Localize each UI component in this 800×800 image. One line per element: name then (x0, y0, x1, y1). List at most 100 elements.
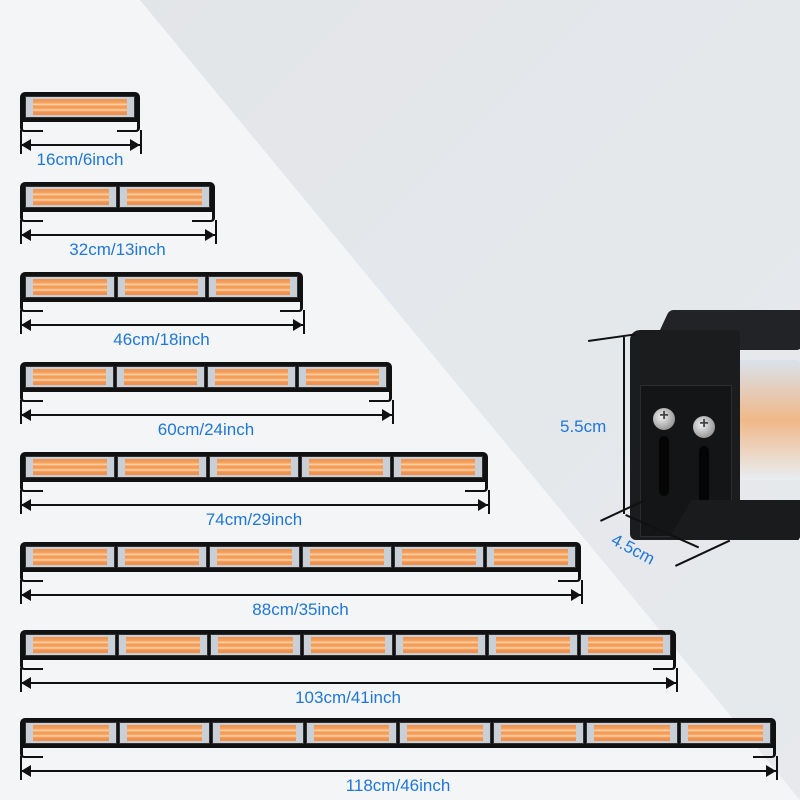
mounting-foot (20, 570, 43, 582)
size-label: 88cm/35inch (252, 600, 349, 619)
height-label: 5.5cm (560, 417, 607, 436)
size-label: 16cm/6inch (36, 150, 124, 169)
amber-cob-led (33, 725, 109, 741)
led-segment (492, 722, 584, 744)
bracket-base (668, 500, 800, 540)
mounting-foot (753, 746, 776, 758)
led-segment (25, 276, 115, 298)
amber-cob-led (33, 99, 127, 115)
light-bar-lens (25, 456, 483, 478)
light-bar-housing (20, 542, 581, 572)
led-segment (117, 456, 207, 478)
amber-cob-led (125, 637, 201, 653)
amber-cob-led (493, 549, 569, 565)
led-segment (25, 722, 117, 744)
side-lens (740, 360, 800, 480)
amber-cob-led (216, 279, 291, 295)
dimension-tick (488, 490, 490, 514)
light-bar-lens (25, 546, 577, 568)
led-segment (116, 366, 205, 388)
led-segment (117, 546, 208, 568)
led-segment (25, 366, 114, 388)
led-segment (395, 634, 486, 656)
amber-cob-led (500, 725, 576, 741)
mounting-foot (20, 746, 43, 758)
light-bar (20, 718, 776, 758)
light-bar-housing (20, 92, 140, 122)
bracket-slot (659, 436, 669, 496)
led-segment (25, 186, 117, 208)
led-segment (301, 546, 392, 568)
amber-cob-led (215, 369, 288, 385)
led-segment (210, 634, 301, 656)
amber-cob-led (220, 725, 296, 741)
mounting-foot (20, 480, 43, 492)
screw-icon (693, 415, 715, 438)
dimension-tick (581, 580, 583, 604)
size-label: 118cm/46inch (345, 776, 451, 795)
amber-cob-led (313, 725, 389, 741)
led-segment (485, 546, 577, 568)
dimension-tick (303, 310, 305, 334)
led-segment (25, 546, 116, 568)
amber-cob-led (309, 549, 384, 565)
dimension-tick (676, 668, 678, 692)
mounting-foot (369, 390, 392, 402)
dimension-tick (140, 130, 142, 154)
light-bar-housing (20, 182, 215, 212)
light-bar-housing (20, 362, 392, 392)
led-segment (679, 722, 771, 744)
light-bar-lens (25, 186, 210, 208)
mounting-foot (558, 570, 581, 582)
led-segment (393, 456, 483, 478)
size-label: 74cm/29inch (205, 510, 303, 529)
mounting-foot (117, 120, 140, 132)
amber-cob-led (401, 459, 475, 475)
mounting-foot (20, 300, 43, 312)
led-segment (25, 96, 135, 118)
amber-cob-led (124, 279, 199, 295)
amber-cob-led (124, 369, 197, 385)
mounting-foot (20, 390, 43, 402)
light-bar-housing (20, 718, 776, 748)
amber-cob-led (495, 637, 571, 653)
dimension-arrow (21, 765, 776, 777)
light-bar (20, 630, 676, 670)
led-segment (298, 366, 387, 388)
light-bar (20, 182, 215, 222)
amber-cob-led (126, 725, 202, 741)
mounting-foot (20, 210, 43, 222)
led-segment (212, 722, 304, 744)
amber-cob-led (217, 549, 292, 565)
amber-cob-led (218, 637, 293, 653)
light-bar (20, 92, 140, 132)
size-label: 32cm/13inch (69, 240, 166, 259)
light-bar (20, 272, 303, 312)
light-bar-housing (20, 272, 303, 302)
led-segment (399, 722, 491, 744)
mounting-foot (280, 300, 303, 312)
bracket-slot (699, 446, 709, 506)
amber-cob-led (309, 459, 383, 475)
mounting-foot (653, 658, 676, 670)
led-segment (208, 276, 299, 298)
amber-cob-led (33, 189, 109, 205)
amber-cob-led (401, 549, 476, 565)
led-segment (25, 456, 115, 478)
led-segment (393, 546, 484, 568)
size-label: 60cm/24inch (157, 420, 255, 439)
amber-cob-led (33, 637, 108, 653)
screw-icon (653, 407, 675, 430)
light-bar-lens (25, 276, 299, 298)
led-segment (586, 722, 678, 744)
amber-cob-led (407, 725, 483, 741)
led-segment (305, 722, 397, 744)
amber-cob-led (687, 725, 763, 741)
led-segment (209, 456, 299, 478)
light-bar (20, 362, 392, 402)
light-bar (20, 452, 488, 492)
amber-cob-led (403, 637, 478, 653)
amber-cob-led (125, 549, 200, 565)
light-bar-lens (25, 722, 771, 744)
size-label: 103cm/41inch (295, 688, 401, 707)
